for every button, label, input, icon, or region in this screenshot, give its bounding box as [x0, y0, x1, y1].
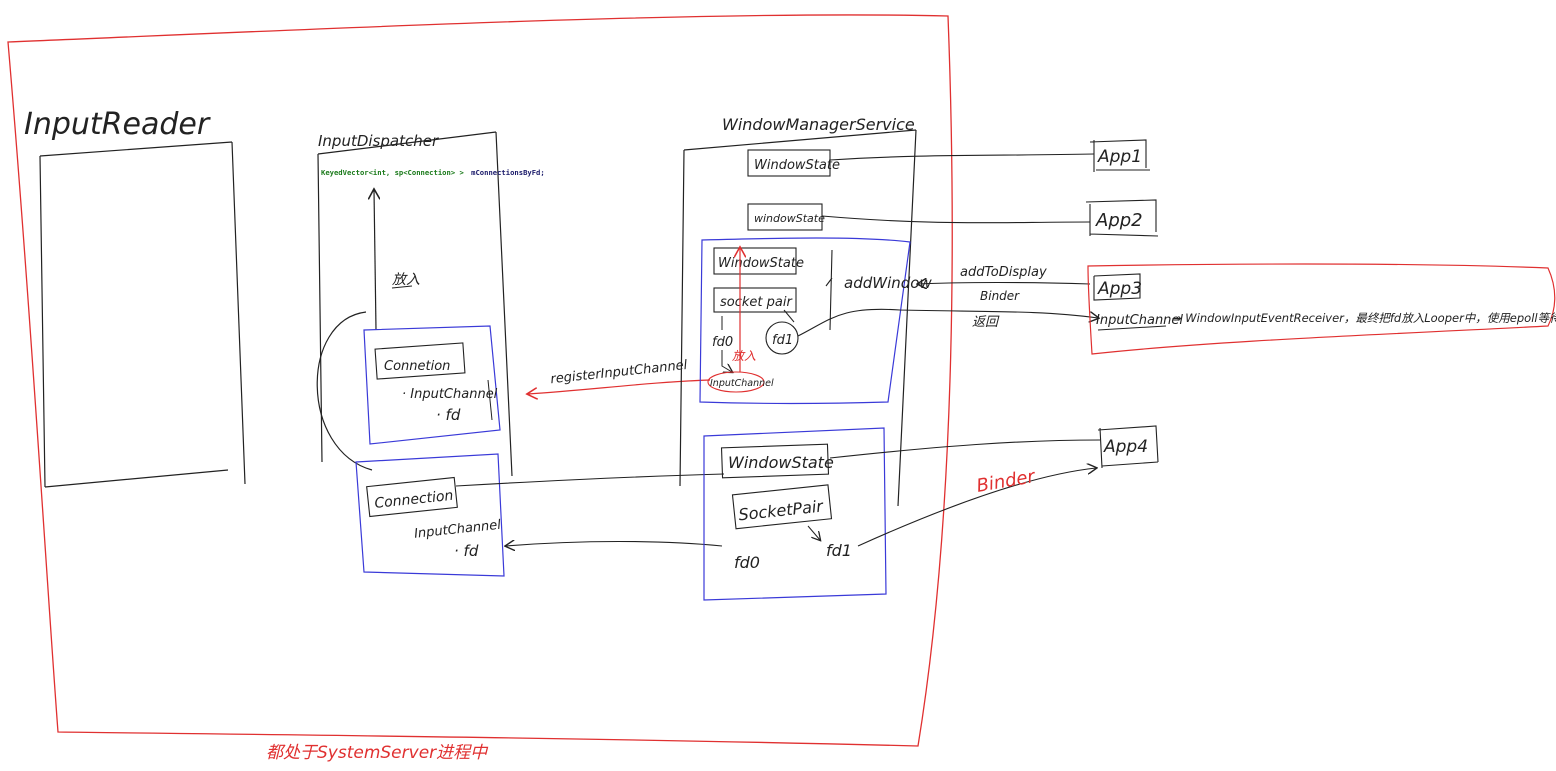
socket-pair-2-to-fd1-arrow [807, 525, 820, 540]
put-in-red-label: 放入 [732, 349, 756, 363]
app2-label: App2 [1095, 210, 1143, 231]
app4-label: App4 [1103, 437, 1148, 457]
socket-pair-1-label: socket pair [720, 295, 793, 310]
wms-title: WindowManagerService [722, 115, 915, 134]
put-in-label: 放入 [392, 272, 420, 288]
app3-input-channel-underline [1097, 325, 1167, 331]
fd0-2-label: fd0 [734, 553, 760, 572]
app3-label: App3 [1097, 279, 1142, 299]
app3-region [1087, 263, 1556, 355]
window-state-3-label: WindowState [718, 256, 804, 271]
wms-group-lower [703, 427, 887, 601]
window-state-2-label: windowState [754, 212, 825, 225]
app3-note: → WindowInputEventReceiver，最终把fd放入Looper… [1172, 311, 1556, 325]
connection-2-to-windowstate-line [455, 473, 725, 487]
socket-pair-1-box [713, 287, 797, 313]
window-state-1-to-app1-line [829, 153, 1095, 161]
fd1-1-label: fd1 [772, 333, 793, 348]
system-server-note: 都处于SystemServer进程中 [266, 743, 489, 763]
put-in-arrow [374, 190, 376, 331]
input-reader-box [39, 141, 246, 488]
fd0-1-label: fd0 [712, 335, 733, 350]
input-dispatcher-frame [317, 131, 513, 477]
code-type: KeyedVector<int, sp<Connection> > [321, 168, 464, 177]
connection-group-1 [363, 325, 501, 445]
code-var: mConnectionsByFd; [471, 168, 545, 177]
input-channel-small-label: InputChannel [710, 378, 774, 389]
connection-group-2 [355, 453, 505, 577]
app3-input-channel-label: InputChannel [1096, 313, 1183, 328]
input-dispatcher-title: InputDispatcher [318, 132, 439, 150]
connection-1-box [374, 342, 466, 380]
window-state-2-box [747, 203, 823, 231]
add-window-bracket [825, 249, 833, 331]
window-state-4-label: WindowState [728, 453, 834, 472]
connection-2-box [366, 476, 458, 518]
connection-2-input-channel: InputChannel [413, 518, 502, 542]
register-input-channel-arrow [528, 379, 711, 394]
add-to-display-arrow [918, 283, 1091, 285]
fd1-to-app4-arrow [857, 468, 1096, 547]
socket-pair-2-box [731, 484, 833, 530]
system-server-boundary [7, 14, 953, 747]
fd1-to-app3-line [797, 308, 1098, 337]
window-state-1-box [747, 149, 831, 177]
fd1-1-circle [765, 321, 799, 355]
connection-2-label: Connection [374, 488, 454, 512]
loop-curve [316, 311, 373, 471]
connection-1-input-channel: · InputChannel [402, 387, 498, 402]
connection-1-fd: · fd [436, 406, 461, 424]
window-state-1-label: WindowState [754, 158, 840, 173]
wms-group-upper [699, 237, 911, 405]
connections-by-fd-code: KeyedVector<int, sp<Connection> > mConne… [321, 168, 545, 177]
wms-frame [679, 129, 917, 507]
binder-black-label: Binder [980, 289, 1020, 303]
app1-label: App1 [1097, 147, 1142, 167]
window-state-2-to-app2-line [821, 215, 1091, 224]
connection-2-fd: · fd [454, 542, 479, 560]
connection-1-label: Connetion [384, 359, 450, 374]
binder-red-label: Binder [975, 466, 1038, 497]
window-state-4-to-app4-line [829, 439, 1101, 459]
app1-box [1089, 139, 1150, 172]
add-to-display-label: addToDisplay [960, 265, 1047, 280]
input-reader-title: InputReader [24, 107, 211, 142]
socket-pair-to-fd1-line [783, 309, 795, 323]
connection-1-tick [487, 379, 493, 421]
app4-box [1097, 425, 1159, 469]
window-state-4-box [720, 443, 830, 479]
app3-box [1093, 273, 1141, 301]
app2-box [1085, 199, 1159, 237]
window-state-3-box [713, 247, 797, 275]
fd1-2-label: fd1 [826, 541, 852, 560]
put-in-underline [391, 285, 413, 289]
fd0-to-fd-arrow [506, 542, 723, 547]
add-window-label: addWindow [844, 274, 932, 292]
return-label: 返回 [972, 315, 1000, 330]
input-channel-small-ellipse [707, 371, 765, 393]
fd0-to-inputchannel-arrow [721, 350, 732, 372]
socket-pair-2-label: SocketPair [738, 496, 826, 524]
